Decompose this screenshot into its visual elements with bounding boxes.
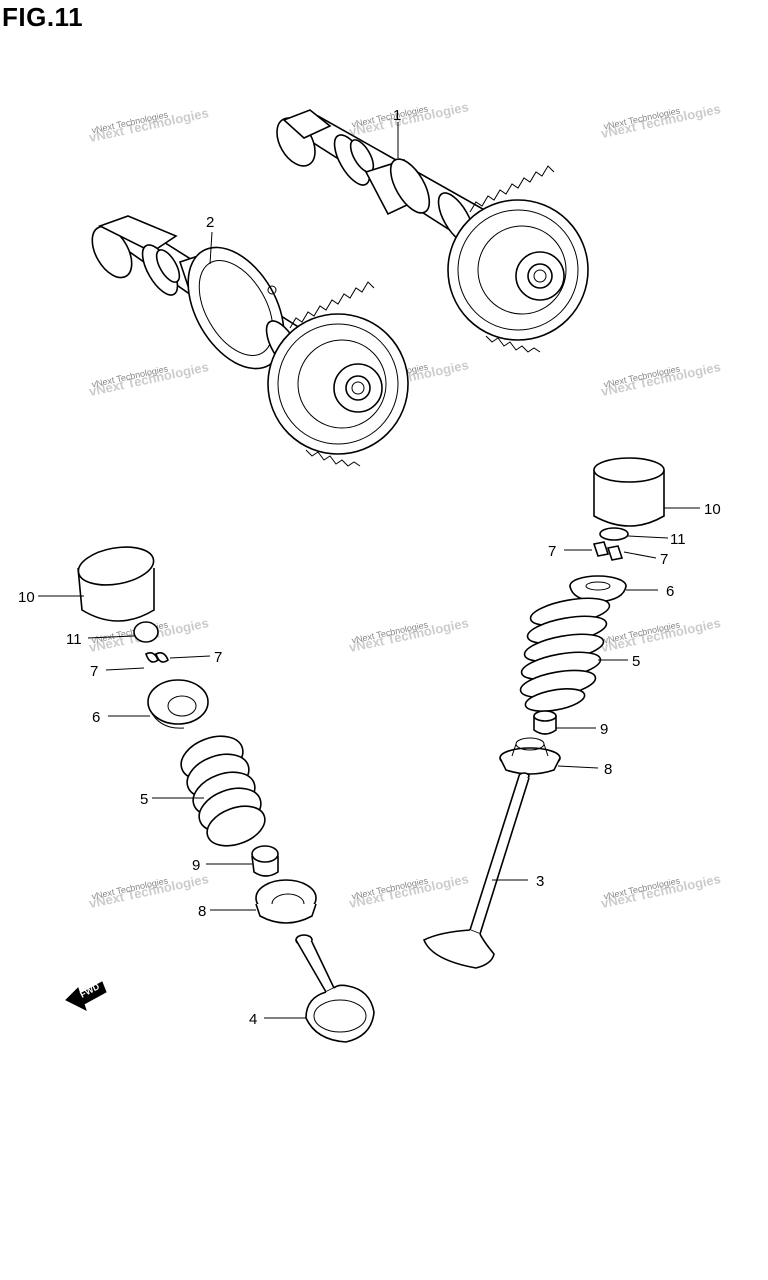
part-label-10-right: 10 <box>704 501 721 518</box>
seal-right-drawing <box>533 710 557 735</box>
camshaft-1-drawing <box>276 109 589 353</box>
spring-left-drawing <box>180 735 266 847</box>
figure-title: FIG.11 <box>2 2 84 32</box>
fwd-arrow-icon: FWD <box>65 981 107 1011</box>
camshaft-2-drawing <box>91 215 409 467</box>
part-label-11-left: 11 <box>66 631 82 648</box>
watermark-12: vNext Technologies vNext Technologies <box>600 871 722 911</box>
tappet-left-drawing <box>77 546 155 622</box>
cotters-left-drawing <box>145 652 169 663</box>
part-label-2: 2 <box>206 214 214 231</box>
part-label-5-right: 5 <box>632 653 640 670</box>
watermark-6: vNext Technologies vNext Technologies <box>600 359 722 399</box>
part-label-8-left: 8 <box>198 903 206 920</box>
part-label-7-left-a: 7 <box>90 663 98 680</box>
watermark-8: vNext Technologies vNext Technologies <box>348 615 470 655</box>
seat-left-drawing <box>255 879 317 924</box>
part-label-7-right-a: 7 <box>548 543 556 560</box>
watermark-4: vNext Technologies vNext Technologies <box>88 359 210 399</box>
valve-exhaust-drawing <box>422 772 530 969</box>
part-label-9-left: 9 <box>192 857 200 874</box>
part-label-4: 4 <box>249 1011 257 1028</box>
watermark-3: vNext Technologies vNext Technologies <box>600 101 722 141</box>
part-label-10-left: 10 <box>18 589 35 606</box>
watermark-1: vNext Technologies vNext Technologies <box>88 105 210 145</box>
cotters-right-drawing <box>592 541 624 561</box>
watermark-9: vNext Technologies vNext Technologies <box>600 615 722 655</box>
seat-right-drawing <box>499 737 561 775</box>
part-label-7-right-b: 7 <box>660 551 668 568</box>
part-label-11-right: 11 <box>670 531 686 548</box>
part-label-7-left-b: 7 <box>214 649 222 666</box>
seal-left-drawing <box>251 845 279 877</box>
shim-left-drawing <box>133 621 159 643</box>
shim-right-drawing <box>599 527 629 541</box>
spring-right-drawing <box>519 597 611 712</box>
part-label-9-right: 9 <box>600 721 608 738</box>
leader-lines <box>38 122 700 1019</box>
watermark-2: vNext Technologies vNext Technologies <box>348 99 470 139</box>
retainer-right-drawing <box>569 575 627 603</box>
part-label-8-right: 8 <box>604 761 612 778</box>
valve-intake-drawing <box>295 934 375 1043</box>
watermark-11: vNext Technologies vNext Technologies <box>348 871 470 911</box>
part-label-5-left: 5 <box>140 791 148 808</box>
part-label-6-left: 6 <box>92 709 100 726</box>
part-label-3: 3 <box>536 873 544 890</box>
part-label-1: 1 <box>393 107 401 124</box>
tappet-right-drawing <box>593 457 665 527</box>
retainer-left-drawing <box>147 679 209 729</box>
part-label-6-right: 6 <box>666 583 674 600</box>
